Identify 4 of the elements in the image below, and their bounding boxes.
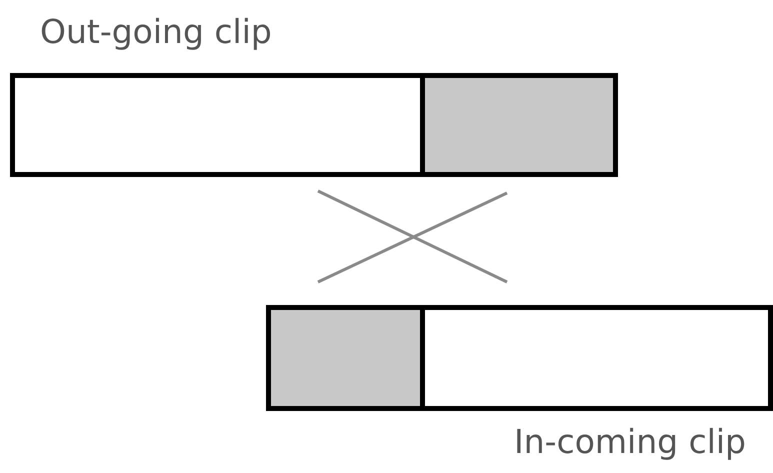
overlap-segment [271, 310, 425, 406]
overlap-segment [420, 78, 613, 172]
clip-label: Out-going clip [40, 12, 272, 52]
clip-label: In-coming clip [514, 422, 746, 462]
